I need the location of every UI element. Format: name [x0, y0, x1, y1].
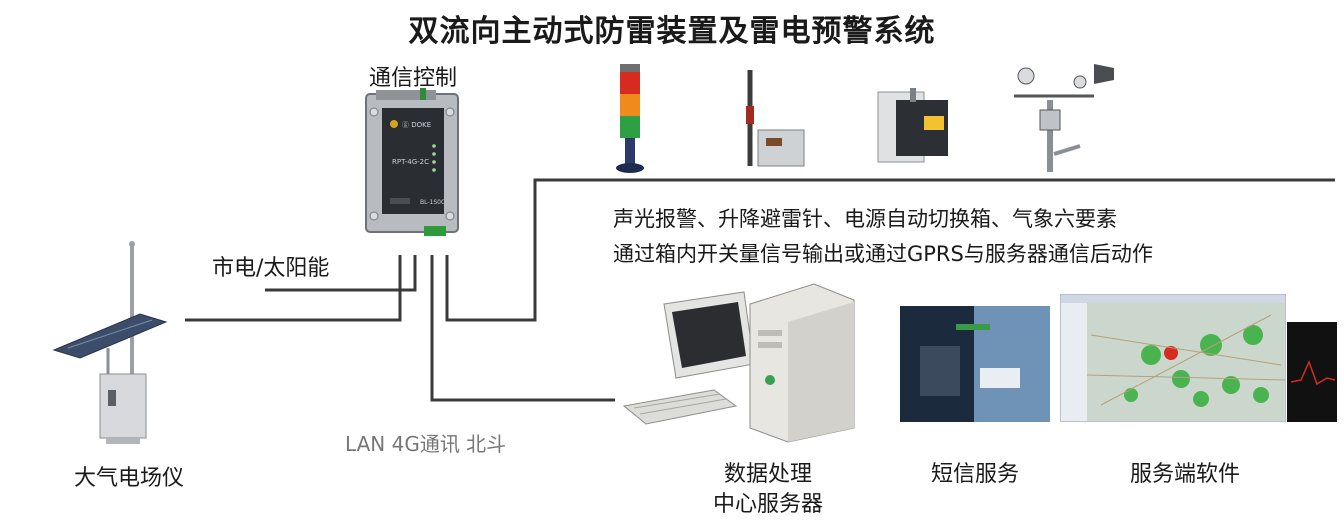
actuators-description-line1: 声光报警、升降避雷针、电源自动切换箱、气象六要素	[613, 207, 1117, 231]
field-sensor-line	[185, 255, 402, 322]
lifting-lightning-rod	[740, 66, 810, 176]
controller-code: BL-1S0C	[420, 199, 445, 206]
communication-controller-device: ⓖ DOKE RPT-4G-2C BL-1S0C	[362, 88, 462, 238]
actuators-description-line2: 通过箱内开关量信号输出或通过GPRS与服务器通信后动作	[613, 242, 1153, 266]
server-workstation	[618, 282, 858, 444]
signal-tower-light	[610, 62, 650, 177]
page-title: 双流向主动式防雷装置及雷电预警系统	[408, 14, 936, 49]
controller-model: RPT-4G-2C	[392, 158, 429, 166]
server-software-screenshot	[1060, 294, 1286, 422]
power-source-label: 市电/太阳能	[212, 256, 330, 281]
atmospheric-electric-field-meter	[48, 238, 178, 448]
secondary-monitor-screenshot	[1287, 322, 1337, 422]
power-line	[265, 255, 417, 292]
actuator-bus-line	[445, 178, 1335, 322]
sms-service-screenshot	[900, 306, 1050, 422]
controller-label: 通信控制	[369, 66, 458, 91]
server-label-line2: 中心服务器	[712, 492, 823, 517]
server-software-label: 服务端软件	[1129, 462, 1240, 487]
controller-brand: ⓖ DOKE	[402, 121, 431, 129]
server-line	[430, 255, 615, 402]
weather-station-six-element	[1010, 60, 1120, 172]
sms-service-label: 短信服务	[930, 462, 1019, 487]
field-sensor-label: 大气电场仪	[74, 466, 185, 491]
communication-label: LAN 4G通讯 北斗	[345, 432, 507, 456]
power-switch-box	[876, 86, 954, 166]
server-label-line1: 数据处理	[723, 462, 812, 487]
